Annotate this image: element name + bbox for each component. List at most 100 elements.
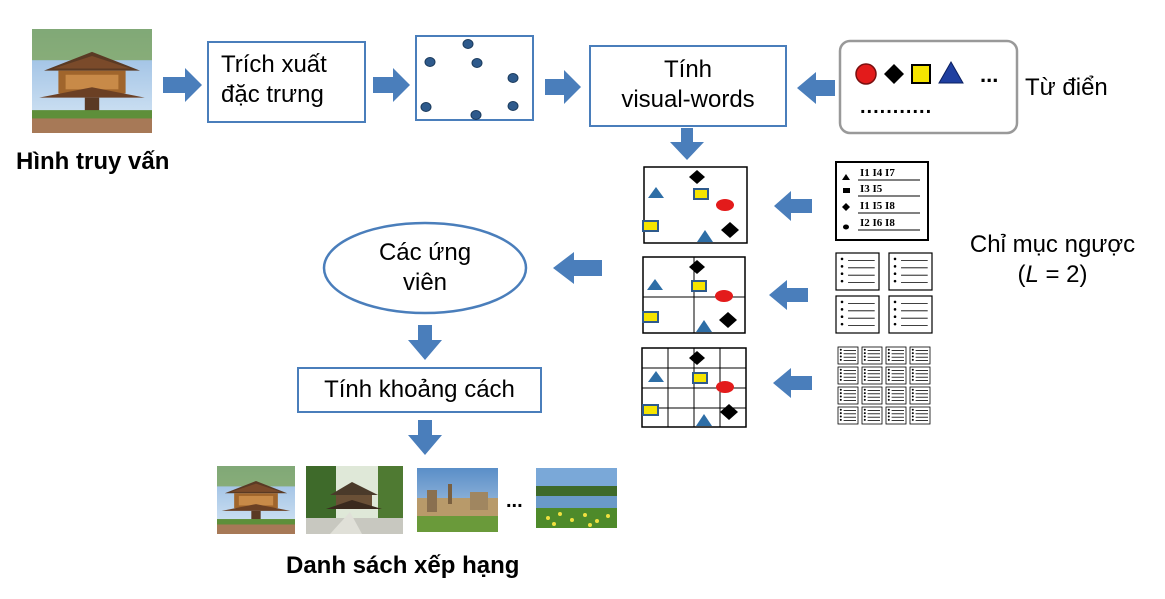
shape-square (693, 188, 709, 200)
index-table-tiny (885, 406, 907, 425)
ranked-ellipsis: ... (506, 490, 523, 512)
grid-level-0 (642, 166, 748, 244)
index-table-tiny (885, 366, 907, 385)
arrow-points-to-visualwords (545, 70, 581, 104)
extract-line-1: Trích xuất (221, 51, 327, 78)
index-table-tiny (861, 406, 883, 425)
shape-triangle (648, 187, 664, 198)
arrow-index-to-grid-1 (774, 191, 812, 221)
inverted-index-line-1: Chỉ mục ngược (969, 231, 1136, 258)
index-table-tiny (861, 346, 883, 365)
arrow-query-to-extract (163, 68, 202, 102)
feature-point (507, 73, 519, 83)
feature-point (424, 57, 436, 67)
shape-diamond (720, 404, 738, 420)
shape-triangle (697, 230, 713, 242)
index-table-tiny (885, 346, 907, 365)
result-image-4 (536, 468, 617, 528)
shape-diamond (689, 351, 705, 365)
index-row-1: I1 I4 I7 (860, 167, 895, 179)
compute-line-2: visual-words (621, 86, 755, 113)
dictionary-box (838, 39, 1019, 135)
index-table-small (835, 295, 880, 334)
shape-circle (716, 199, 734, 211)
candidates-line-1: Các ứng (378, 239, 472, 266)
yellow-square-word (911, 64, 931, 84)
result-image-3 (417, 468, 498, 532)
index-table-tiny (861, 366, 883, 385)
result-image-2 (306, 466, 403, 534)
index-row-3: I1 I5 I8 (860, 200, 895, 212)
index-table-tiny (909, 386, 931, 405)
arrow-grids-to-candidates (553, 252, 602, 284)
feature-point (470, 110, 482, 120)
arrow-distance-to-results (408, 420, 442, 455)
index-table-small (888, 252, 933, 291)
compute-distance-box (297, 367, 542, 413)
shape-circle (716, 381, 734, 393)
compute-distance-label: Tính khoảng cách (324, 376, 515, 403)
candidates-label: Các ứng viên (325, 238, 525, 298)
black-diamond-word (884, 64, 904, 84)
dictionary-more-ellipsis: ... (980, 62, 999, 87)
index-table-tiny (885, 386, 907, 405)
shape-triangle (696, 414, 712, 426)
inverted-index-eq: = 2) (1038, 261, 1088, 288)
dictionary-label: Từ điển (1025, 74, 1108, 101)
feature-point (507, 101, 519, 111)
shape-circle (715, 290, 733, 302)
arrow-index-to-grid-3 (773, 368, 812, 398)
inverted-index-label: Chỉ mục ngược (L = 2) (950, 230, 1155, 290)
index-table-small (888, 295, 933, 334)
shape-diamond (689, 170, 705, 184)
compute-visualwords-label: Tính visual-words (589, 55, 787, 115)
arrow-candidates-to-distance (408, 325, 442, 360)
shape-diamond (721, 222, 739, 238)
index-table-tiny (837, 386, 859, 405)
feature-point (462, 39, 474, 49)
arrow-extract-to-points (373, 68, 410, 102)
shape-square (692, 372, 708, 384)
candidates-line-2: viên (402, 269, 448, 296)
arrow-visualwords-down (670, 128, 704, 160)
index-table-tiny (837, 346, 859, 365)
inverted-index-L: L (1025, 261, 1039, 288)
arrow-dictionary-to-visualwords (797, 72, 835, 104)
shape-triangle (696, 320, 712, 332)
shape-square (642, 311, 659, 323)
index-table-tiny (837, 406, 859, 425)
grid-level-1 (642, 256, 746, 334)
query-image-label: Hình truy vấn (16, 148, 170, 175)
feature-point (471, 58, 483, 68)
feature-point (420, 102, 432, 112)
feature-points-box (415, 35, 534, 121)
inverted-index-level-2 (837, 346, 931, 425)
red-circle-word (855, 63, 877, 85)
candidates-ellipse (322, 221, 528, 315)
shape-square (642, 404, 659, 416)
index-row-4: I2 I6 I8 (860, 217, 895, 229)
inverted-index-line-2: (L = 2) (1017, 261, 1088, 288)
result-image-1 (217, 466, 295, 534)
index-table-tiny (837, 366, 859, 385)
index-table-tiny (861, 386, 883, 405)
ranked-list-label: Danh sách xếp hạng (286, 552, 520, 579)
inverted-index-table: I1 I4 I7 I3 I5 I1 I5 I8 I2 I6 I8 (835, 161, 929, 241)
index-table-tiny (909, 366, 931, 385)
extract-features-box (207, 41, 366, 123)
index-table-tiny (909, 406, 931, 425)
shape-diamond (719, 312, 737, 328)
shape-square (691, 280, 707, 292)
shape-triangle (647, 279, 663, 290)
shape-triangle (648, 371, 664, 382)
shape-square (642, 220, 659, 232)
extract-line-2: đặc trưng (221, 81, 324, 108)
arrow-index-to-grid-2 (769, 280, 808, 310)
flow-arrows (163, 68, 835, 455)
shape-diamond (689, 260, 705, 274)
index-table-tiny (909, 346, 931, 365)
dictionary-dotted-line: ........... (860, 96, 933, 118)
compute-visualwords-box (589, 45, 787, 127)
grid-level-2 (641, 347, 747, 428)
